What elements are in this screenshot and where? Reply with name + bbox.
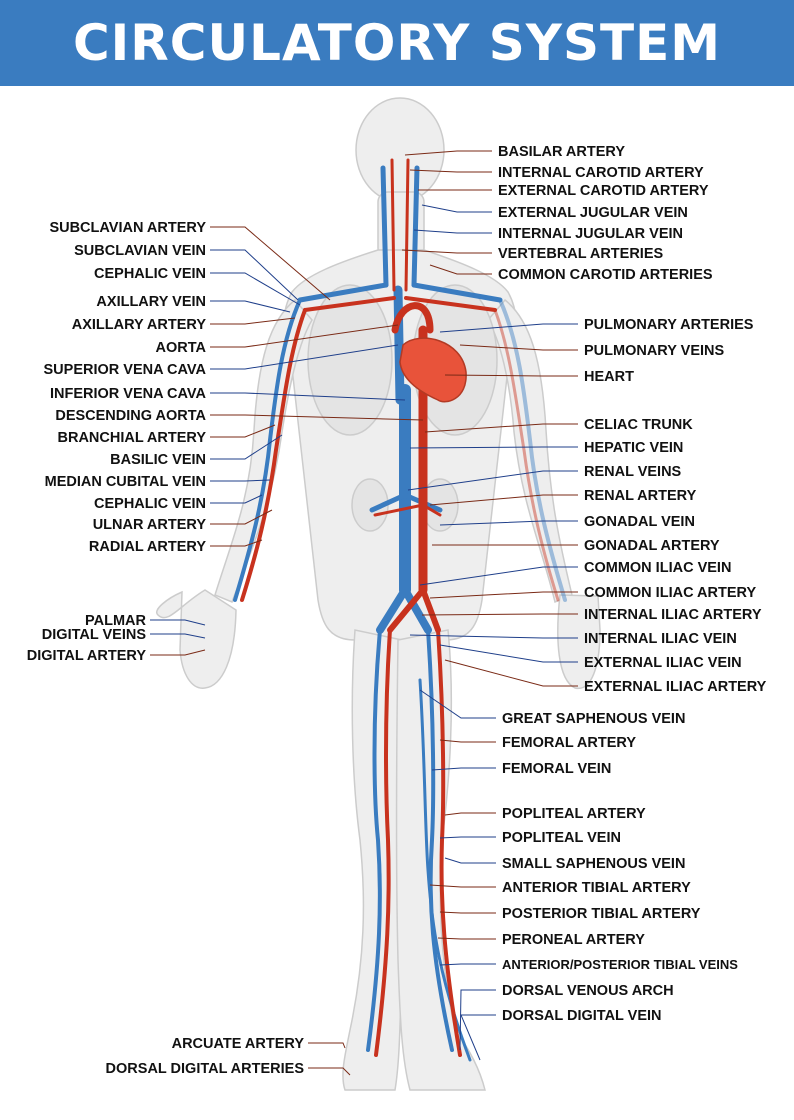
label-great-saphenous-vein: GREAT SAPHENOUS VEIN bbox=[502, 711, 685, 727]
label-common-iliac-artery: COMMON ILIAC ARTERY bbox=[584, 585, 756, 601]
head bbox=[356, 98, 444, 202]
leader-axillary-vein bbox=[210, 301, 290, 312]
label-dorsal-digital-arteries: DORSAL DIGITAL ARTERIES bbox=[106, 1061, 305, 1077]
right-arm bbox=[215, 300, 312, 602]
title-banner: CIRCULATORY SYSTEM bbox=[0, 0, 794, 86]
label-popliteal-vein: POPLITEAL VEIN bbox=[502, 830, 621, 846]
label-internal-jugular-vein: INTERNAL JUGULAR VEIN bbox=[498, 226, 683, 242]
label-renal-veins: RENAL VEINS bbox=[584, 464, 682, 480]
label-arcuate-artery: ARCUATE ARTERY bbox=[172, 1036, 305, 1052]
label-aorta: AORTA bbox=[156, 340, 207, 356]
label-internal-iliac-vein: INTERNAL ILIAC VEIN bbox=[584, 631, 737, 647]
label-subclavian-vein: SUBCLAVIAN VEIN bbox=[74, 243, 206, 259]
leader-small-saphenous-vein bbox=[445, 858, 496, 863]
page-title: CIRCULATORY SYSTEM bbox=[73, 14, 721, 72]
leader-posterior-tibial-artery bbox=[440, 912, 496, 913]
label-internal-carotid-artery: INTERNAL CAROTID ARTERY bbox=[498, 165, 704, 181]
label-femoral-artery: FEMORAL ARTERY bbox=[502, 735, 636, 751]
circulatory-diagram: SUBCLAVIAN ARTERY SUBCLAVIAN VEIN CEPHALIC… bbox=[0, 86, 794, 1120]
leader-arcuate-artery bbox=[308, 1043, 345, 1048]
label-external-jugular-vein: EXTERNAL JUGULAR VEIN bbox=[498, 205, 688, 221]
label-branchial-artery: BRANCHIAL ARTERY bbox=[58, 430, 207, 446]
leader-popliteal-artery bbox=[445, 813, 496, 815]
superior-vena-cava-vessel bbox=[398, 290, 400, 400]
label-vertebral-arteries: VERTEBRAL ARTERIES bbox=[498, 246, 663, 262]
leader-external-iliac-artery bbox=[445, 660, 578, 686]
label-basilic-vein: BASILIC VEIN bbox=[110, 452, 206, 468]
label-external-carotid-artery: EXTERNAL CAROTID ARTERY bbox=[498, 183, 709, 199]
label-external-iliac-vein: EXTERNAL ILIAC VEIN bbox=[584, 655, 742, 671]
label-subclavian-artery: SUBCLAVIAN ARTERY bbox=[49, 220, 206, 236]
label-cephalic-vein-upper: CEPHALIC VEIN bbox=[94, 266, 206, 282]
label-external-iliac-artery: EXTERNAL ILIAC ARTERY bbox=[584, 679, 767, 695]
leader-subclavian-vein bbox=[210, 250, 298, 300]
label-ulnar-artery: ULNAR ARTERY bbox=[93, 517, 207, 533]
label-pulmonary-veins: PULMONARY VEINS bbox=[584, 343, 725, 359]
label-descending-aorta: DESCENDING AORTA bbox=[55, 408, 206, 424]
labels-left: SUBCLAVIAN ARTERY SUBCLAVIAN VEIN CEPHALIC… bbox=[27, 220, 305, 1077]
label-inferior-vena-cava: INFERIOR VENA CAVA bbox=[50, 386, 207, 402]
label-digital-artery: DIGITAL ARTERY bbox=[27, 648, 147, 664]
leader-external-jugular-vein bbox=[422, 205, 492, 212]
label-common-iliac-vein: COMMON ILIAC VEIN bbox=[584, 560, 731, 576]
label-renal-artery: RENAL ARTERY bbox=[584, 488, 697, 504]
leader-peroneal-artery bbox=[438, 938, 496, 939]
label-posterior-tibial-artery: POSTERIOR TIBIAL ARTERY bbox=[502, 906, 701, 922]
leader-dorsal-venous-arch bbox=[460, 990, 496, 1050]
label-superior-vena-cava: SUPERIOR VENA CAVA bbox=[44, 362, 207, 378]
leader-popliteal-vein bbox=[440, 837, 496, 838]
leader-tibial-veins bbox=[440, 964, 496, 965]
leader-internal-jugular-vein bbox=[414, 230, 492, 233]
label-axillary-artery: AXILLARY ARTERY bbox=[72, 317, 207, 333]
label-femoral-vein: FEMORAL VEIN bbox=[502, 761, 611, 777]
label-small-saphenous-vein: SMALL SAPHENOUS VEIN bbox=[502, 856, 685, 872]
label-gonadal-artery: GONADAL ARTERY bbox=[584, 538, 720, 554]
label-tibial-veins: ANTERIOR/POSTERIOR TIBIAL VEINS bbox=[502, 957, 738, 972]
label-anterior-tibial-artery: ANTERIOR TIBIAL ARTERY bbox=[502, 880, 691, 896]
label-basilar-artery: BASILAR ARTERY bbox=[498, 144, 625, 160]
label-radial-artery: RADIAL ARTERY bbox=[89, 539, 206, 555]
label-heart: HEART bbox=[584, 369, 634, 385]
label-dorsal-digital-vein: DORSAL DIGITAL VEIN bbox=[502, 1008, 662, 1024]
label-hepatic-vein: HEPATIC VEIN bbox=[584, 440, 683, 456]
label-digital-veins: DIGITAL VEINS bbox=[42, 627, 147, 643]
label-axillary-vein: AXILLARY VEIN bbox=[96, 294, 206, 310]
label-celiac-trunk: CELIAC TRUNK bbox=[584, 417, 693, 433]
label-peroneal-artery: PERONEAL ARTERY bbox=[502, 932, 645, 948]
labels-right: BASILAR ARTERY INTERNAL CAROTID ARTERY EXT… bbox=[498, 144, 767, 1024]
label-dorsal-venous-arch: DORSAL VENOUS ARCH bbox=[502, 983, 674, 999]
label-median-cubital-vein: MEDIAN CUBITAL VEIN bbox=[45, 474, 206, 490]
leader-external-iliac-vein bbox=[440, 645, 578, 662]
label-popliteal-artery: POPLITEAL ARTERY bbox=[502, 806, 646, 822]
label-gonadal-vein: GONADAL VEIN bbox=[584, 514, 695, 530]
label-internal-iliac-artery: INTERNAL ILIAC ARTERY bbox=[584, 607, 762, 623]
leader-median-cubital-vein bbox=[210, 480, 270, 481]
label-common-carotid-arteries: COMMON CAROTID ARTERIES bbox=[498, 267, 713, 283]
label-cephalic-vein-lower: CEPHALIC VEIN bbox=[94, 496, 206, 512]
label-pulmonary-arteries: PULMONARY ARTERIES bbox=[584, 317, 754, 333]
right-hand bbox=[157, 590, 236, 688]
